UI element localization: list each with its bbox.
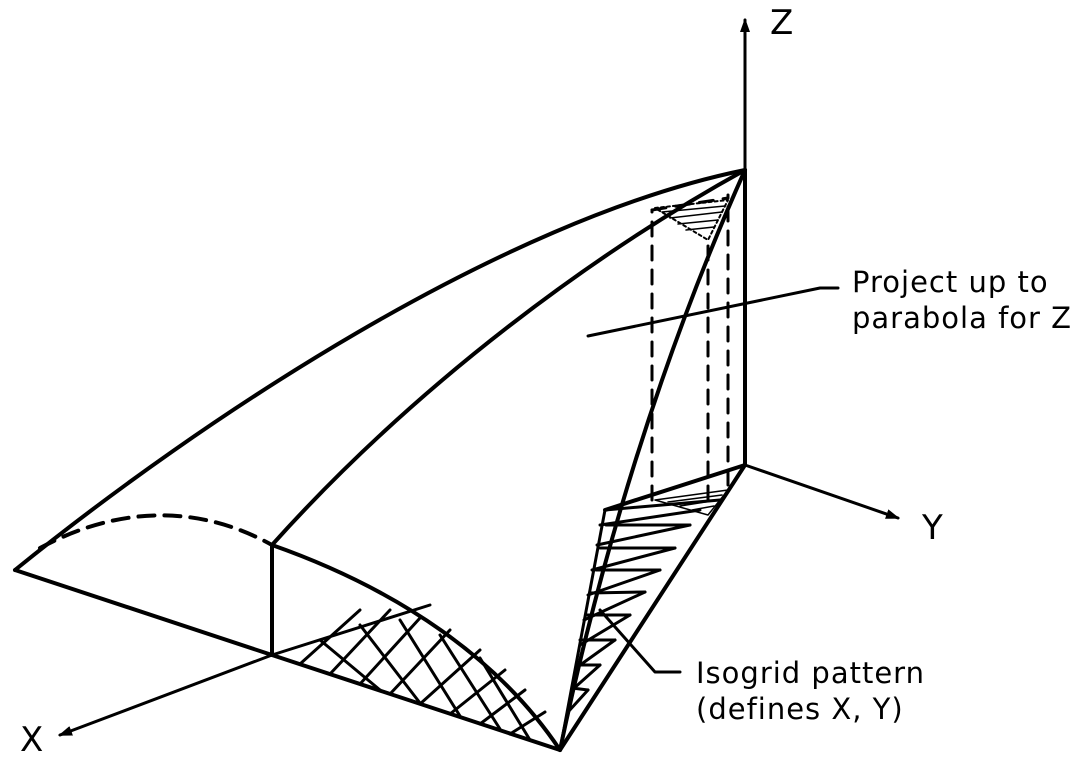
isogrid-leader [598,608,682,674]
isogrid-pattern-front [270,603,562,752]
isogrid-annotation: Isogrid pattern (defines X, Y) [696,655,925,728]
isogrid-pattern-side [558,498,722,752]
base-right-edge [558,463,747,752]
y-axis [743,463,900,520]
project-leader [586,286,840,338]
project-annotation-line2: parabola for Z [852,301,1073,336]
base-back-edge [603,463,747,512]
projected-triangle-top [654,199,729,241]
project-annotation: Project up to parabola for Z [852,264,1072,337]
isogrid-annotation-line1: Isogrid pattern [696,656,925,690]
front-top-edge [270,543,562,752]
projected-triangle-base [654,489,729,516]
surface-outline [13,168,747,752]
tip-edge [558,168,747,752]
leader-lines [586,286,840,674]
project-annotation-line1: Project up to [852,265,1049,299]
x-axis [58,653,274,737]
outer-parabola-edge [13,168,747,572]
z-axis-label: Z [770,3,794,43]
y-axis-label: Y [922,508,943,548]
hidden-edge [38,513,274,550]
isogrid-annotation-line2: (defines X, Y) [696,692,904,727]
front-left-edge [13,568,274,657]
x-axis-label: X [20,720,44,760]
